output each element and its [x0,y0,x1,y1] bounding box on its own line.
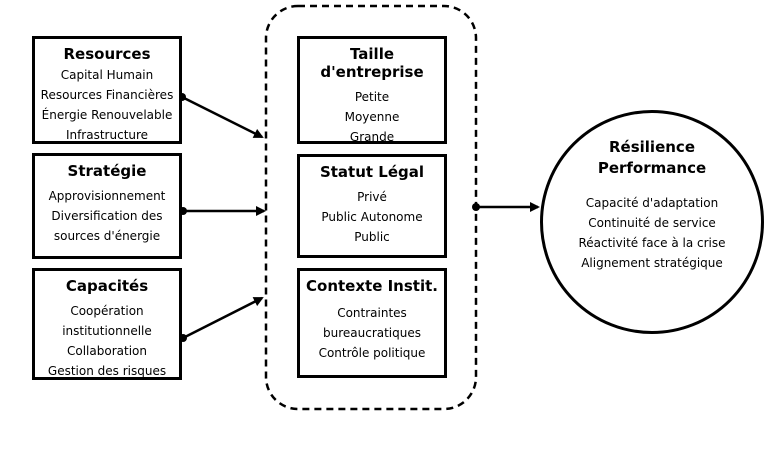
capacites-item: Gestion des risques [47,364,167,378]
taille-item: Petite [354,90,390,104]
capacites-item: Coopération [70,304,144,318]
outcome-title: Performance [597,159,707,177]
dot-moderators [472,203,480,211]
outcome-item: Réactivité face à la crise [578,236,726,250]
statut-item: Privé [357,190,387,204]
capacites-item: institutionnelle [62,324,152,338]
statut-box: Statut Légal Privé Public Autonome Publi… [297,154,447,258]
outcome-title: Résilience [609,138,695,156]
resources-item: Énergie Renouvelable [41,108,173,122]
strategie-title: Stratégie [67,162,147,180]
statut-item: Public Autonome [321,210,423,224]
strategie-item: sources d'énergie [53,229,161,243]
taille-item: Moyenne [344,110,400,124]
taille-box: Taille d'entreprise Petite Moyenne Grand… [297,36,447,144]
contexte-box: Contexte Instit. Contraintes bureaucrati… [297,268,447,378]
capacites-box: Capacités Coopération institutionnelle C… [32,268,182,380]
strategie-item: Diversification des [51,209,163,223]
outcome-item: Capacité d'adaptation [585,196,719,210]
resources-item: Capital Humain [60,68,154,82]
resources-item: Infrastructure [65,128,149,142]
statut-title: Statut Légal [319,163,425,181]
outcome-item: Continuité de service [588,216,716,230]
strategie-item: Approvisionnement [48,189,166,203]
resources-box: Resources Capital Humain Resources Finan… [32,36,182,144]
resources-title: Resources [63,45,151,63]
strategie-box: Stratégie Approvisionnement Diversificat… [32,153,182,259]
taille-item: Grande [349,130,395,144]
contexte-title: Contexte Instit. [306,277,438,295]
capacites-title: Capacités [65,277,149,295]
contexte-item: bureaucratiques [322,326,421,340]
resources-item: Resources Financières [40,88,174,102]
taille-title: Taille d'entreprise [320,45,424,81]
contexte-item: Contraintes [337,306,407,320]
arrow-capacites-to-moderators [182,296,264,340]
contexte-item: Contrôle politique [318,346,426,360]
statut-item: Public [354,230,390,244]
capacites-item: Collaboration [67,344,147,358]
outcome-circle: Résilience Performance Capacité d'adapta… [540,110,764,334]
arrow-resources-to-moderators [181,95,264,139]
outcome-item: Alignement stratégique [581,256,723,270]
